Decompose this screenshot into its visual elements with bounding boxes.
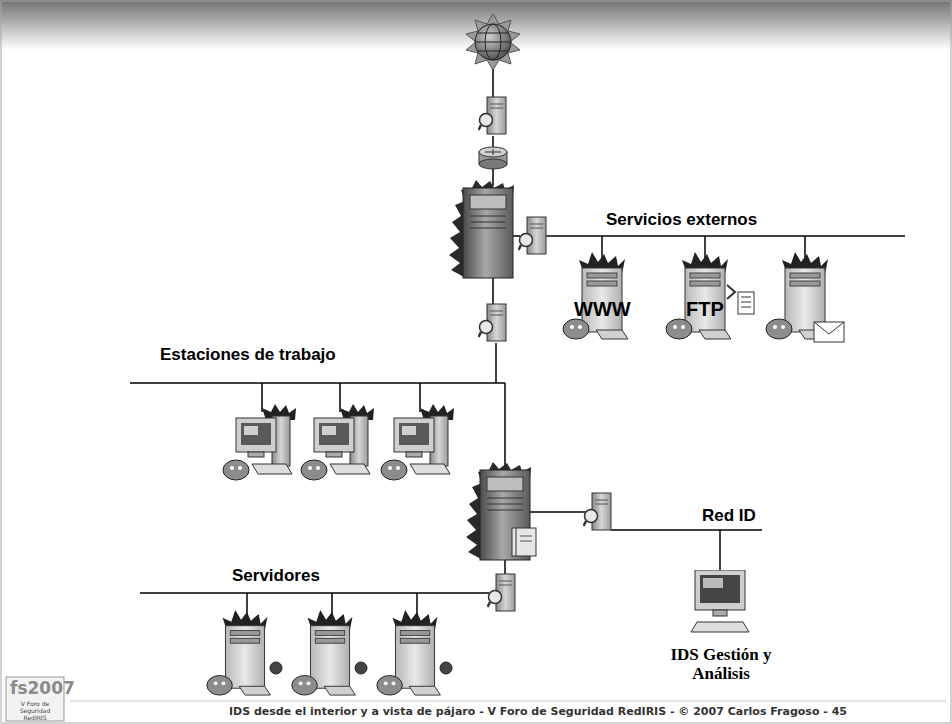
footer-rule bbox=[70, 701, 946, 702]
node-text: IDS Gestión y Análisis bbox=[669, 646, 773, 683]
segment-label: Red ID bbox=[702, 506, 756, 526]
server-icon bbox=[292, 610, 356, 695]
ids-console-node: IDS Gestión y Análisis bbox=[669, 646, 773, 683]
node-text: WWW bbox=[574, 298, 631, 320]
gear-icon bbox=[270, 662, 452, 674]
sensor-icon bbox=[584, 493, 612, 530]
segment-label: Servicios externos bbox=[606, 210, 757, 230]
segment-label: Servidores bbox=[232, 566, 320, 586]
sensor-icon bbox=[519, 217, 547, 254]
segment-label: Estaciones de trabajo bbox=[160, 345, 336, 365]
router-icon bbox=[479, 147, 507, 169]
workstation-icon bbox=[381, 404, 454, 480]
sensor-icon bbox=[479, 97, 507, 134]
network-wires bbox=[130, 62, 905, 622]
mail-envelope-icon bbox=[814, 322, 844, 342]
log-book-icon bbox=[512, 528, 536, 556]
server-icon bbox=[377, 610, 441, 695]
workstation-icon bbox=[223, 404, 296, 480]
server-icon bbox=[207, 610, 271, 695]
firewall-icon bbox=[449, 180, 514, 278]
sensor-icon bbox=[479, 304, 507, 341]
server-icon bbox=[563, 252, 628, 339]
node-text: FTP bbox=[686, 298, 724, 320]
server-icon bbox=[666, 252, 731, 339]
logo-text: fs2007 bbox=[10, 679, 75, 699]
workstation-icon bbox=[301, 404, 374, 480]
logo-subtext: V Foro de Seguridad RedIRIS bbox=[8, 701, 62, 722]
server-label: FTP bbox=[686, 298, 724, 320]
sensor-icon bbox=[488, 574, 516, 611]
ids-console-icon bbox=[691, 570, 749, 632]
file-stack-icon bbox=[727, 285, 754, 314]
server-label: WWW bbox=[574, 298, 631, 320]
internet-globe bbox=[466, 14, 520, 70]
footer-text: IDS desde el interior y a vista de pájar… bbox=[130, 706, 946, 719]
